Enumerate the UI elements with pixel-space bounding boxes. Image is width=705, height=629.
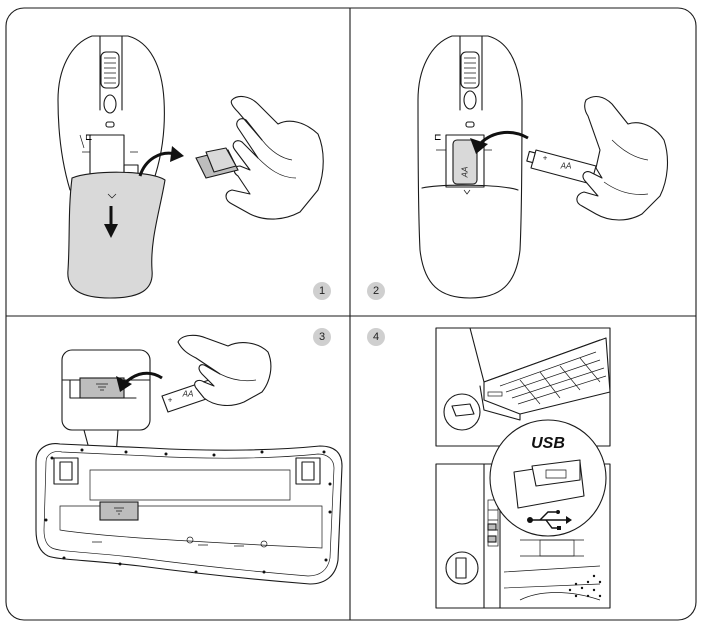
panel-3: + AA − xyxy=(35,328,343,585)
step-2-badge xyxy=(367,282,385,300)
step-4-badge xyxy=(367,328,385,346)
battery-installed-label: AA xyxy=(461,167,470,179)
panel-1: ⊏ 1 xyxy=(57,35,331,300)
step-1-number: 1 xyxy=(319,285,325,297)
laptop-icon xyxy=(435,327,611,447)
usb-receiver-icon xyxy=(513,459,585,509)
svg-text:⊏: ⊏ xyxy=(85,132,93,142)
step-3-number: 3 xyxy=(319,331,325,343)
arrow-out-icon xyxy=(138,146,184,177)
battery3-type-label: AA xyxy=(182,390,194,399)
mouse-icon: ⊏ xyxy=(57,35,165,191)
keyboard-icon xyxy=(35,443,343,585)
usb-receiver-callout: USB xyxy=(489,419,607,537)
step-4-number: 4 xyxy=(373,331,379,343)
hand-icon xyxy=(225,95,324,220)
outer-frame xyxy=(5,7,697,621)
zoom-callout xyxy=(61,349,151,506)
step-3-badge xyxy=(313,328,331,346)
hand-icon xyxy=(576,95,669,221)
arrow-in-icon xyxy=(470,130,529,154)
battery-installed-icon: AA xyxy=(452,139,478,185)
svg-text:⊏: ⊏ xyxy=(434,132,442,142)
step-2-number: 2 xyxy=(373,285,379,297)
usb-symbol-icon xyxy=(527,510,572,530)
hand-icon xyxy=(177,334,272,407)
step-1-badge xyxy=(313,282,331,300)
panel-4: USB 4 xyxy=(367,327,611,609)
battery3-positive-label: + xyxy=(168,396,173,405)
arrow-down-icon xyxy=(104,206,118,238)
arrow-in-icon xyxy=(116,371,163,392)
panel-2: ⊏ AA + AA − 2 xyxy=(367,35,669,300)
battery-cover xyxy=(67,171,166,299)
battery-positive-label: + xyxy=(543,154,548,163)
battery-type-label: AA xyxy=(560,162,572,171)
usb-receiver-icon xyxy=(195,147,239,179)
usb-label: USB xyxy=(531,435,565,452)
